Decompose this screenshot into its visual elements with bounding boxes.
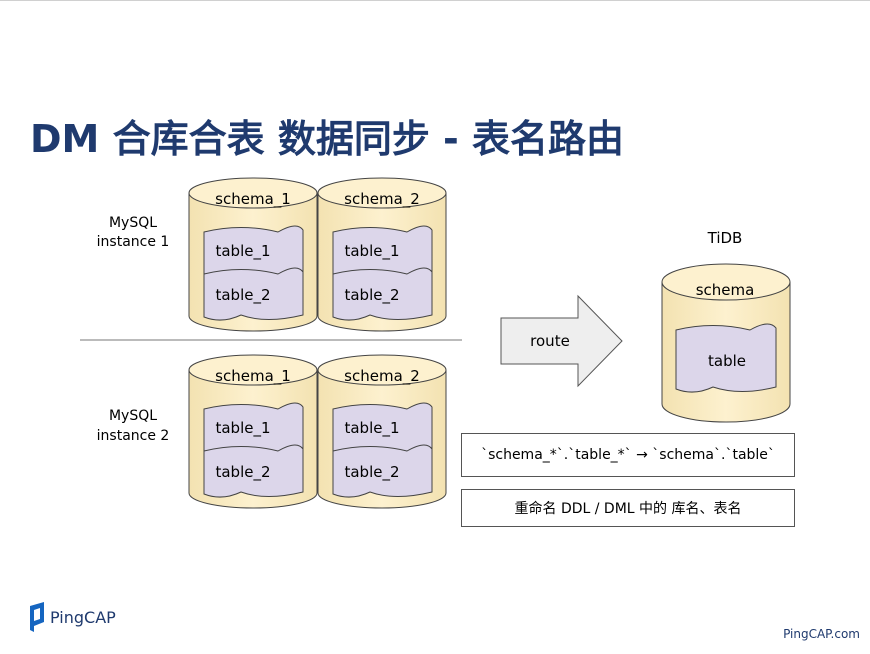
instance2-schema2-cylinder: schema_2 table_1 table_2: [317, 354, 447, 509]
table-label: table_2: [215, 463, 270, 482]
instance1-schema2-cylinder: schema_2 table_1 table_2: [317, 177, 447, 332]
pingcap-logo: PingCAP: [30, 602, 116, 632]
instance1-label-line1: MySQL: [109, 215, 157, 231]
table-label: table: [708, 352, 746, 370]
table-stack-shape: [332, 402, 433, 498]
tidb-schema-cylinder: schema table: [661, 263, 791, 423]
instance1-schema1-cylinder: schema_1 table_1 table_2: [188, 177, 318, 332]
schema-label: schema: [696, 281, 755, 299]
table-stack-shape: [203, 402, 304, 498]
tidb-label: TiDB: [707, 229, 743, 247]
instance2-schema1-cylinder: schema_1 table_1 table_2: [188, 354, 318, 509]
table-label: table_2: [344, 463, 399, 482]
route-description-box: 重命名 DDL / DML 中的 库名、表名: [461, 489, 795, 527]
table-label: table_2: [344, 286, 399, 305]
top-border-line: [0, 0, 870, 1]
instance1-label-line2: instance 1: [97, 234, 170, 250]
schema-label: schema_2: [344, 190, 420, 209]
table-shape: [675, 323, 777, 393]
route-rule-box: `schema_*`.`table_*` → `schema`.`table`: [461, 433, 795, 477]
route-label: route: [530, 332, 570, 350]
pingcap-logo-text: PingCAP: [50, 607, 116, 627]
schema-label: schema_2: [344, 367, 420, 386]
schema-label: schema_1: [215, 190, 291, 209]
pingcap-logo-icon: [30, 602, 44, 632]
route-arrow: route: [500, 294, 623, 388]
table-stack-shape: [203, 225, 304, 321]
table-label: table_2: [215, 286, 270, 305]
page-title: DM 合库合表 数据同步 - 表名路由: [30, 117, 625, 161]
table-label: table_1: [215, 419, 270, 438]
table-stack-shape: [332, 225, 433, 321]
site-link[interactable]: PingCAP.com: [783, 627, 860, 641]
instance2-label-line1: MySQL: [109, 408, 157, 424]
schema-label: schema_1: [215, 367, 291, 386]
table-label: table_1: [344, 242, 399, 261]
table-label: table_1: [344, 419, 399, 438]
instance2-label-line2: instance 2: [97, 428, 170, 444]
table-label: table_1: [215, 242, 270, 261]
